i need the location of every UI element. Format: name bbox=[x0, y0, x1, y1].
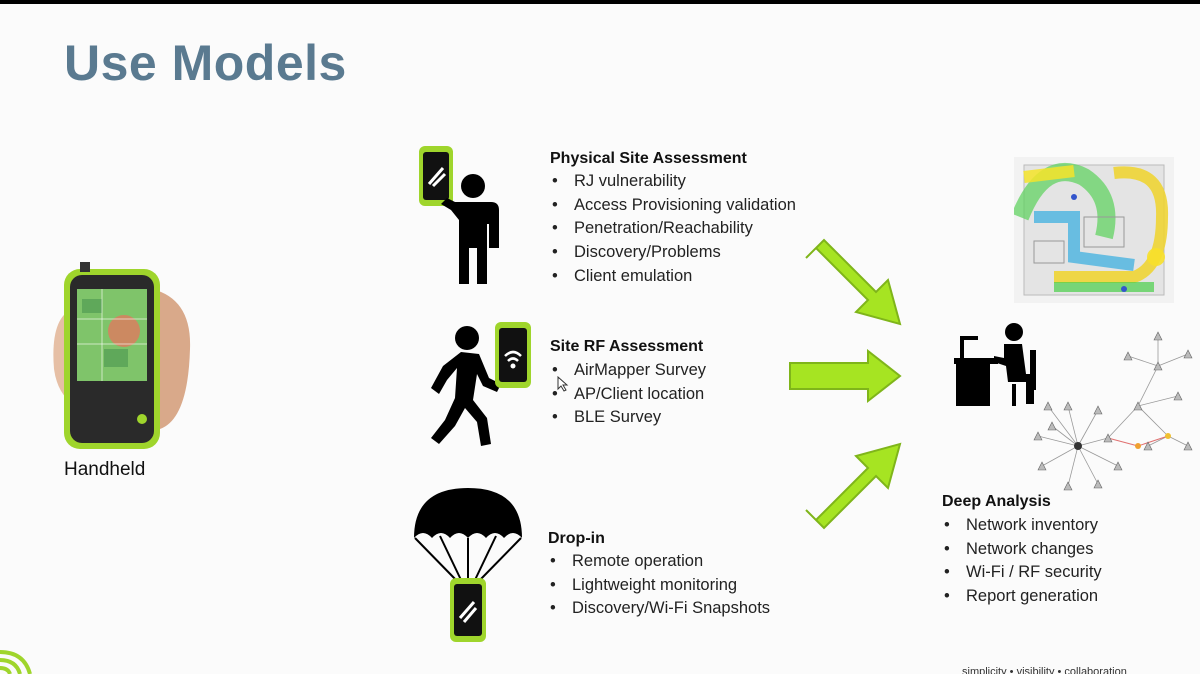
list-item: Client emulation bbox=[550, 265, 796, 289]
list-item: Penetration/Reachability bbox=[550, 217, 796, 241]
slide: Use Models Handheld bbox=[0, 4, 1200, 674]
list-item: AirMapper Survey bbox=[550, 359, 706, 383]
dropin-list: Remote operation Lightweight monitoring … bbox=[548, 550, 770, 621]
slide-title: Use Models bbox=[64, 35, 347, 91]
person-at-desk-icon bbox=[954, 323, 1036, 406]
list-item: Wi-Fi / RF security bbox=[942, 561, 1102, 585]
section-title-deep-analysis: Deep Analysis bbox=[942, 493, 1051, 510]
section-title-dropin: Drop-in bbox=[548, 530, 605, 547]
footer-tagline: simplicity • visibility • collaboration bbox=[962, 666, 1127, 674]
section-title-physical: Physical Site Assessment bbox=[550, 150, 747, 167]
rf-list: AirMapper Survey AP/Client location BLE … bbox=[550, 359, 706, 430]
list-item: Network changes bbox=[942, 538, 1102, 562]
list-item: Access Provisioning validation bbox=[550, 194, 796, 218]
mouse-cursor-icon bbox=[557, 376, 569, 392]
section-title-rf: Site RF Assessment bbox=[550, 338, 704, 355]
list-item: Lightweight monitoring bbox=[548, 574, 770, 598]
list-item: Discovery/Problems bbox=[550, 241, 796, 265]
arrow-right-icon bbox=[789, 349, 902, 404]
list-item: Remote operation bbox=[548, 550, 770, 574]
list-item: Network inventory bbox=[942, 514, 1102, 538]
network-topology-graph-icon bbox=[1033, 331, 1193, 491]
person-holding-phone-icon bbox=[419, 146, 499, 284]
list-item: Discovery/Wi-Fi Snapshots bbox=[548, 597, 770, 621]
list-item: RJ vulnerability bbox=[550, 170, 796, 194]
arrow-up-right-icon bbox=[805, 442, 902, 530]
arrow-down-right-icon bbox=[805, 238, 902, 326]
walking-person-icon bbox=[431, 322, 531, 446]
parachute-drop-icon bbox=[414, 488, 522, 642]
list-item: Report generation bbox=[942, 585, 1102, 609]
wifi-arcs-logo-icon bbox=[0, 650, 32, 674]
analysis-list: Network inventory Network changes Wi-Fi … bbox=[942, 514, 1102, 609]
handheld-label: Handheld bbox=[64, 459, 146, 480]
handheld-tester-device-icon bbox=[53, 262, 191, 449]
wifi-heatmap-floorplan-icon bbox=[1014, 157, 1174, 303]
physical-list: RJ vulnerability Access Provisioning val… bbox=[550, 170, 796, 288]
list-item: AP/Client location bbox=[550, 383, 706, 407]
list-item: BLE Survey bbox=[550, 406, 706, 430]
